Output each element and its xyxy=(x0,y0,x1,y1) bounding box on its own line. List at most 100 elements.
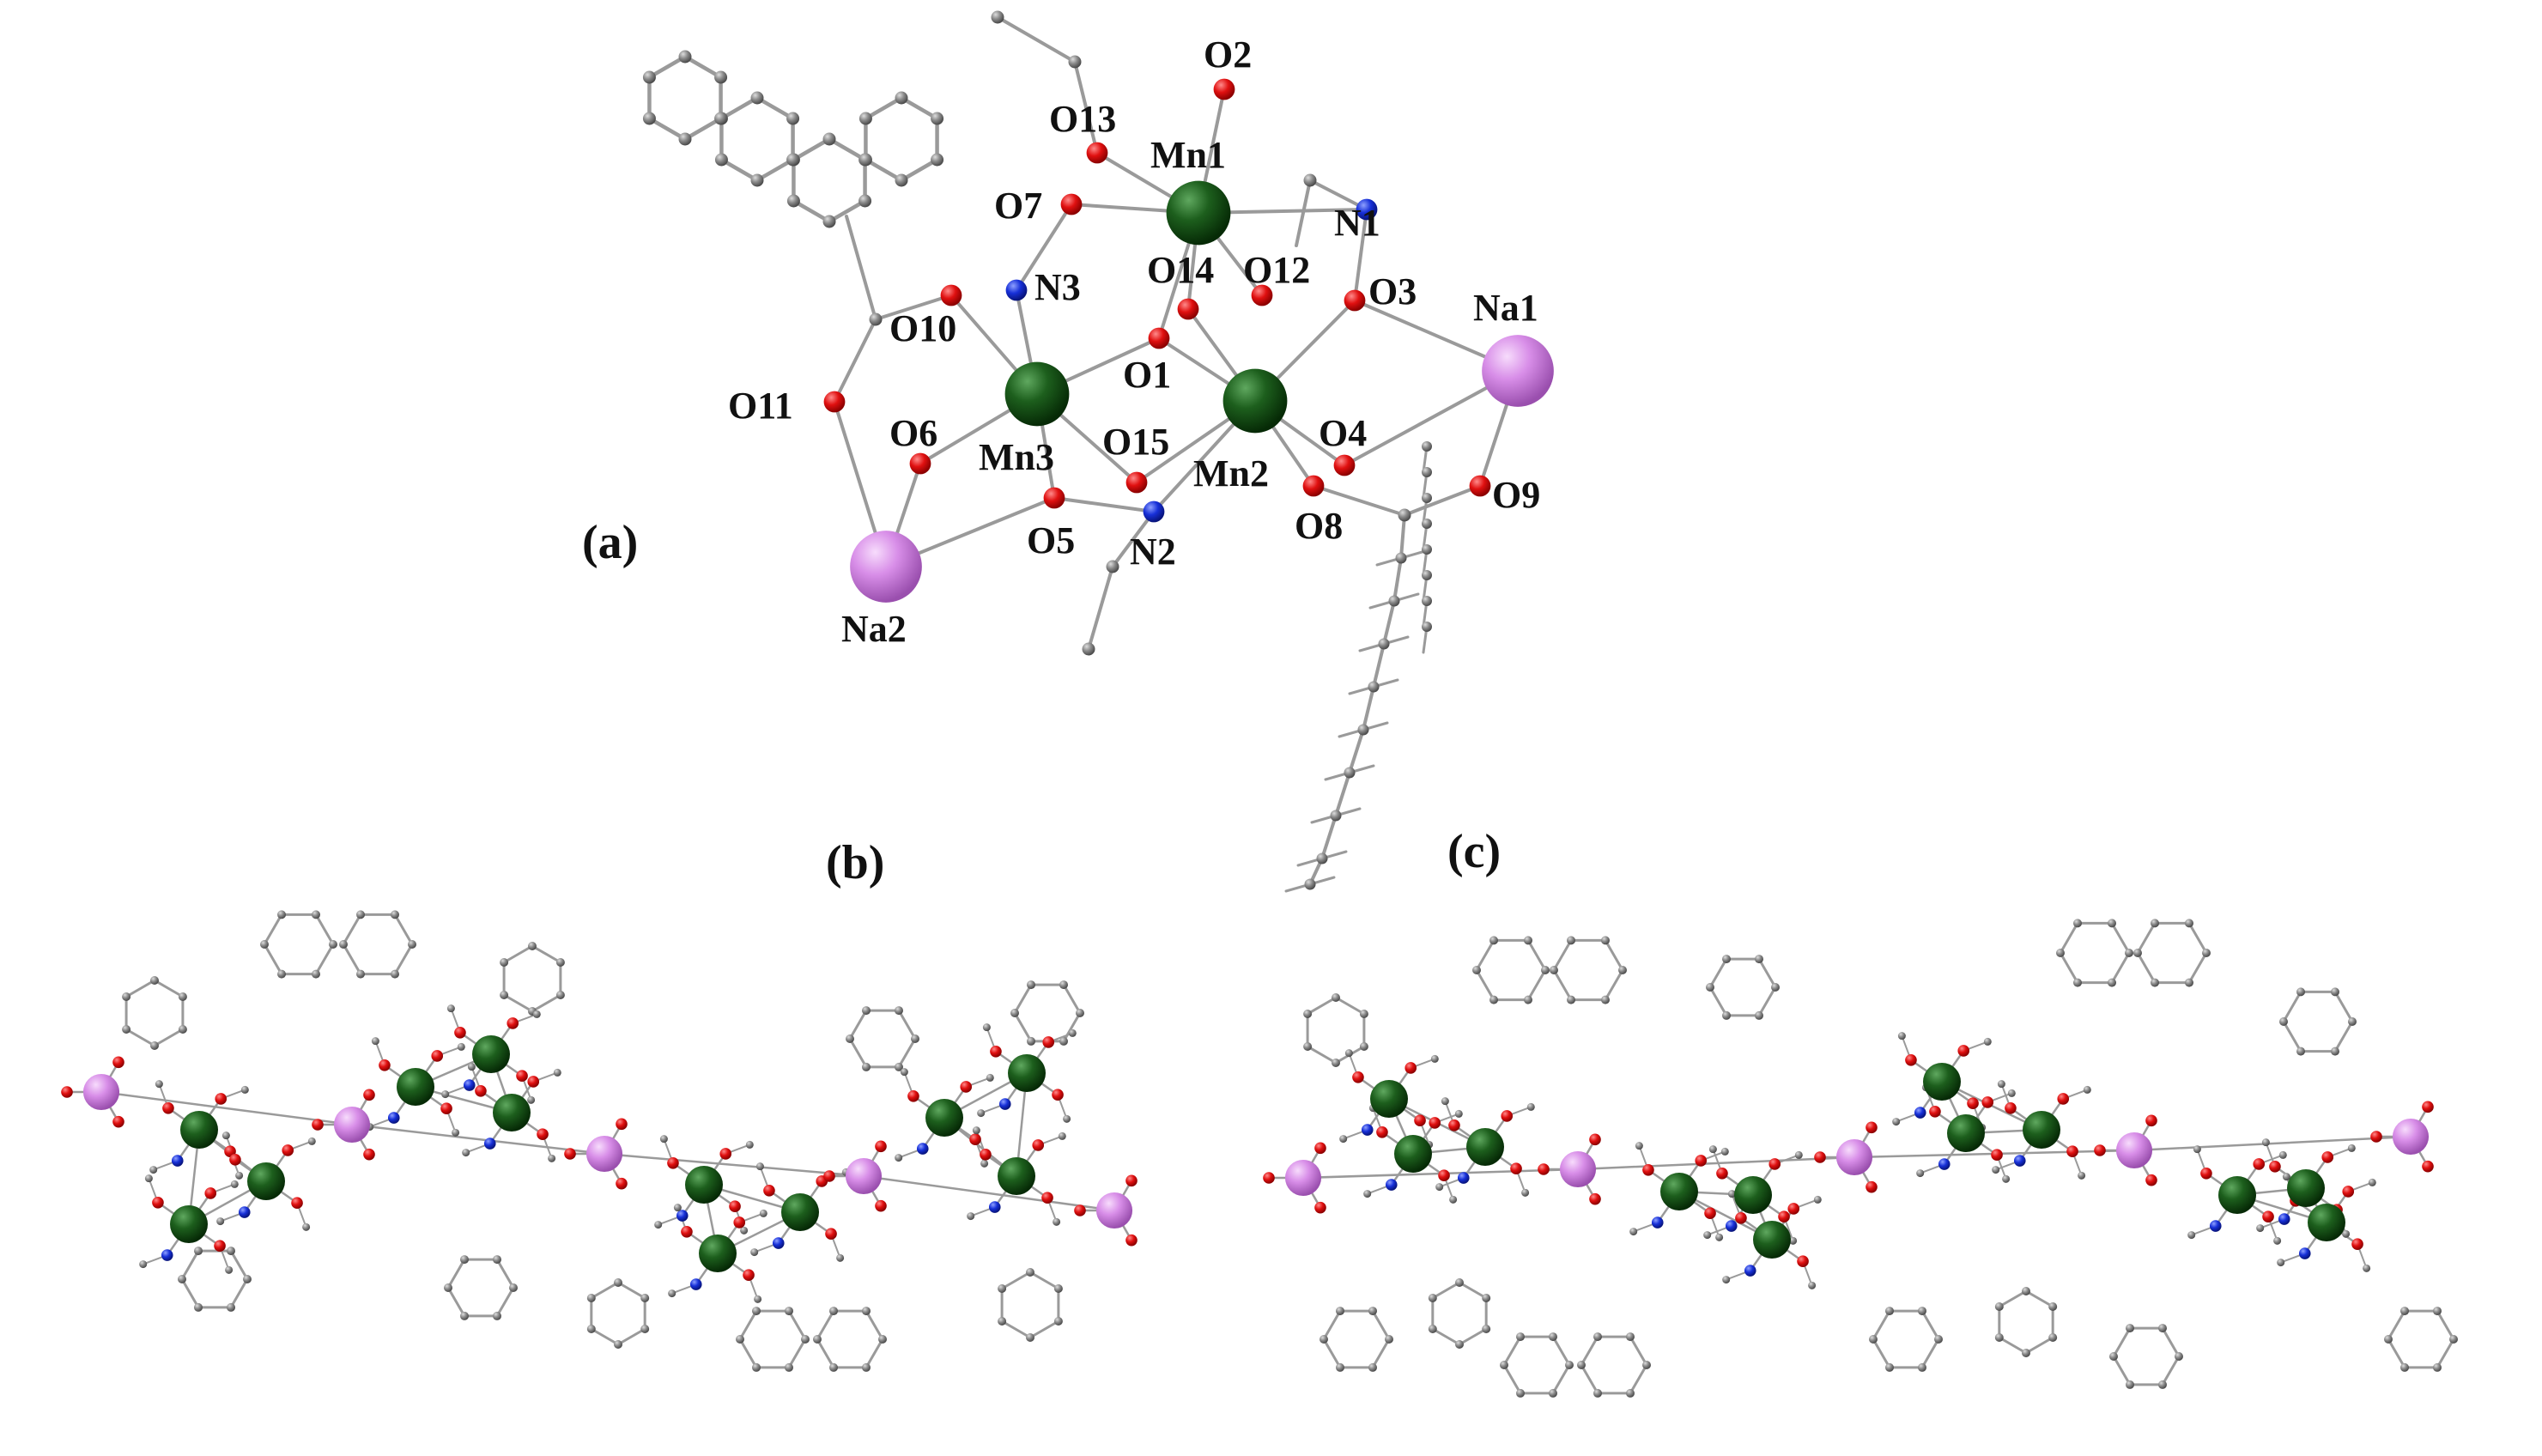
oxygen-atom xyxy=(1981,1096,1994,1108)
carbon-atom xyxy=(1332,993,1340,1002)
carbon-atom xyxy=(659,1135,668,1144)
carbon-atom xyxy=(2342,1229,2351,1238)
carbon-atom xyxy=(553,1068,561,1077)
bond xyxy=(590,1281,620,1300)
oxygen-atom xyxy=(1797,1255,1809,1268)
carbon-atom xyxy=(144,1174,153,1183)
bond xyxy=(2187,951,2208,985)
bond xyxy=(2436,1338,2455,1369)
carbon-atom xyxy=(736,1335,744,1344)
carbon-atom xyxy=(754,1295,762,1303)
bond xyxy=(1013,983,1033,1015)
carbon-atom xyxy=(1642,1361,1651,1369)
label-Mn2: Mn2 xyxy=(1193,452,1269,494)
carbon-atom xyxy=(836,1253,845,1262)
carbon-atom xyxy=(139,1260,148,1269)
bond xyxy=(1334,771,1351,817)
carbon-atom xyxy=(2187,1231,2196,1240)
carbon-atom xyxy=(642,70,656,84)
oxygen-atom xyxy=(229,1153,241,1166)
carbon-atom xyxy=(391,969,399,979)
label-N3: N3 xyxy=(1034,266,1081,308)
oxygen-atom xyxy=(112,1115,124,1128)
carbon-atom xyxy=(307,1137,316,1145)
nitrogen-atom xyxy=(1744,1265,1756,1277)
carbon-atom xyxy=(1363,1190,1372,1198)
carbon-atom xyxy=(2175,1352,2183,1361)
bond xyxy=(124,1028,156,1047)
carbon-atom xyxy=(2449,1335,2458,1344)
bond xyxy=(1872,1338,1891,1369)
nitrogen-atom xyxy=(2013,1155,2026,1167)
carbon-atom xyxy=(1388,595,1400,607)
carbon-atom xyxy=(586,1325,596,1333)
oxygen-atom xyxy=(1263,1172,1275,1184)
carbon-atom xyxy=(752,1362,761,1372)
carbon-atom xyxy=(1794,1150,1803,1159)
atom-O12 xyxy=(1251,284,1273,306)
carbon-atom xyxy=(846,1034,854,1043)
manganese-atom xyxy=(1394,1135,1432,1173)
carbon-atom xyxy=(1550,966,1558,974)
carbon-atom xyxy=(801,1335,810,1344)
bond xyxy=(1306,1045,1338,1065)
oxygen-atom xyxy=(507,1017,519,1029)
manganese-atom xyxy=(1660,1173,1698,1210)
bond xyxy=(502,944,534,964)
carbon-atom xyxy=(1626,1332,1635,1342)
bond xyxy=(2436,1309,2455,1341)
bond xyxy=(2024,1336,2054,1355)
oxygen-atom xyxy=(733,1216,746,1228)
carbon-atom xyxy=(1489,936,1498,945)
carbon-atom xyxy=(457,1042,465,1051)
bond xyxy=(1604,938,1624,972)
carbon-atom xyxy=(1395,552,1407,564)
bond xyxy=(2059,951,2079,985)
carbon-atom xyxy=(444,1283,452,1292)
label-O8: O8 xyxy=(1295,505,1343,547)
carbon-atom xyxy=(862,1362,871,1372)
carbon-atom xyxy=(2433,1362,2442,1372)
carbon-atom xyxy=(862,1006,871,1016)
label-N2: N2 xyxy=(1130,531,1176,573)
carbon-atom xyxy=(1336,1362,1344,1372)
bond xyxy=(1475,968,1495,1002)
bond xyxy=(2387,1338,2406,1369)
carbon-atom xyxy=(1601,995,1610,1004)
carbon-atom xyxy=(785,1362,793,1372)
carbon-atom xyxy=(1549,1332,1557,1342)
carbon-atom xyxy=(2073,919,2082,928)
oxygen-atom xyxy=(363,1148,375,1161)
carbon-atom xyxy=(408,940,416,949)
carbon-atom xyxy=(2002,1174,2011,1183)
sodium-atom xyxy=(1559,1150,1597,1188)
carbon-atom xyxy=(858,112,872,125)
carbon-atom xyxy=(1593,1332,1602,1342)
oxygen-atom xyxy=(537,1128,549,1141)
oxygen-atom xyxy=(363,1089,375,1101)
nitrogen-atom xyxy=(2278,1213,2290,1225)
bond xyxy=(1431,1281,1461,1300)
bond xyxy=(719,95,760,121)
nitrogen-atom xyxy=(1361,1124,1374,1136)
carbon-atom xyxy=(1869,1335,1878,1344)
oxygen-atom xyxy=(681,1225,693,1238)
panel-c-chain-view: (c) xyxy=(1263,825,2458,1398)
carbon-atom xyxy=(752,1307,761,1316)
carbon-atom xyxy=(2185,978,2193,987)
carbon-atom xyxy=(982,1023,991,1032)
oxygen-atom xyxy=(2094,1144,2106,1156)
carbon-atom xyxy=(260,940,269,949)
carbon-atom xyxy=(678,50,692,64)
label-O6: O6 xyxy=(889,412,937,454)
bond xyxy=(1552,938,1573,972)
carbon-atom xyxy=(1304,878,1316,890)
carbon-atom xyxy=(1059,1036,1068,1046)
carbon-atom xyxy=(2126,1324,2134,1333)
carbon-atom xyxy=(1303,173,1317,187)
oxygen-atom xyxy=(215,1093,228,1105)
carbon-atom xyxy=(227,1247,235,1256)
bond xyxy=(1371,1338,1391,1369)
carbon-atom xyxy=(1549,1388,1557,1398)
